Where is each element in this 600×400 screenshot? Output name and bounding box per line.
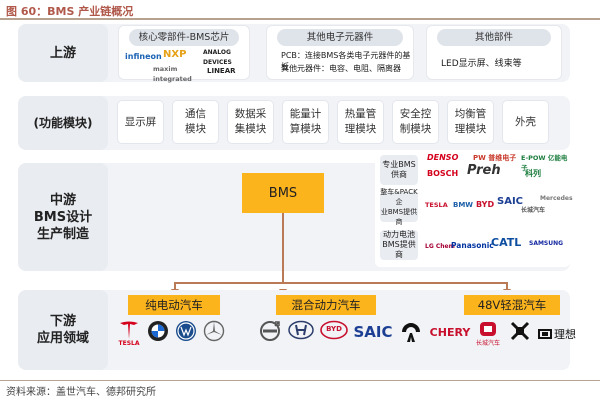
tesla-logo: TESLA xyxy=(425,201,448,209)
app-label-48v: 48V轻混汽车 xyxy=(464,295,560,315)
brand-label: 理想 xyxy=(554,328,576,341)
top-rule xyxy=(0,18,600,20)
brand-hyundai xyxy=(288,320,314,340)
component-item: 其他元器件：电容、电阻、隔离器 xyxy=(281,64,401,73)
byd-logo: BYD xyxy=(476,200,495,209)
panasonic-logo: Panasonic xyxy=(451,241,494,250)
stage-modules: (功能模块) xyxy=(18,96,108,150)
brand-label: TESLA xyxy=(118,340,140,347)
brand-tesla: TESLA xyxy=(116,320,142,347)
module-communication: 通信 模块 xyxy=(172,100,219,144)
vw-icon xyxy=(176,321,196,341)
bms-box: BMS xyxy=(242,173,324,213)
denso-logo: DENSO xyxy=(427,153,459,162)
brand-gwm: 长城汽车 xyxy=(474,320,502,347)
source-note: 资料来源：盖世汽车、德邦研究所 xyxy=(6,387,156,398)
connector-vertical-main xyxy=(282,213,284,283)
component-item: PCB：连接BMS各类电子元器件的基板 xyxy=(281,51,411,71)
module-housing: 外壳 xyxy=(502,100,549,144)
hyundai-icon xyxy=(288,320,314,340)
brand-lynkco xyxy=(508,320,532,342)
bosch-logo: BOSCH xyxy=(427,169,459,178)
module-thermal: 热量管 理模块 xyxy=(337,100,384,144)
lixiang-icon xyxy=(538,329,552,339)
epow-logo: E-POW 亿能电子 xyxy=(521,154,568,172)
kelie-logo: 科列 xyxy=(525,169,541,178)
brand-saic: SAIC xyxy=(352,320,394,341)
lynkco-icon xyxy=(510,321,530,341)
tesla-icon xyxy=(120,321,138,339)
upstream-box-title: 其他部件 xyxy=(437,29,551,46)
brand-label: BYD xyxy=(326,325,342,333)
preh-logo: Preh xyxy=(467,163,501,178)
supplier-group-tag: 专业BMS 供商 xyxy=(380,155,418,185)
upstream-box-components: 其他电子元器件 PCB：连接BMS各类电子元器件的基板 其他元器件：电容、电阻、… xyxy=(266,25,414,80)
stage-downstream: 下游 应用领域 xyxy=(18,290,108,370)
connector-drop-right xyxy=(506,282,508,290)
analog-devices-logo: ANALOG DEVICES xyxy=(203,49,232,66)
saic-logo: SAIC xyxy=(497,196,524,207)
module-display: 显示屏 xyxy=(117,100,164,144)
bms-suppliers-panel: 专业BMS 供商 DENSO PW 普维电子 E-POW 亿能电子 BOSCH … xyxy=(375,150,573,267)
infineon-logo: infineon xyxy=(125,52,162,61)
brand-lixiang: 理想 xyxy=(538,320,582,342)
brand-label: 长城汽车 xyxy=(475,340,500,347)
stage-upstream: 上游 xyxy=(18,24,108,82)
module-data-acquisition: 数据采 集模块 xyxy=(227,100,274,144)
nxp-logo: NXP xyxy=(163,49,187,60)
brand-byd: BYD xyxy=(320,320,348,340)
stage-midstream: 中游 BMS设计 生产制造 xyxy=(18,163,108,271)
connector-horizontal xyxy=(174,282,508,284)
upstream-box-title: 核心零部件-BMS芯片 xyxy=(129,29,239,46)
brand-vw xyxy=(174,320,198,342)
app-label-hybrid: 混合动力汽车 xyxy=(276,295,376,315)
gwm-logo: 长城汽车 xyxy=(521,207,546,214)
mercedes-icon xyxy=(203,320,225,342)
brand-mercedes xyxy=(202,320,226,342)
other-part-item: LED显示屏、线束等 xyxy=(441,59,522,69)
byd-icon xyxy=(320,320,348,340)
bmw-logo: BMW xyxy=(453,201,474,209)
upstream-box-title: 其他电子元器件 xyxy=(277,29,403,46)
supplier-group-tag: 动力电池 BMS提供商 xyxy=(380,230,418,260)
nio-icon xyxy=(402,323,420,342)
module-energy-calc: 能量计 算模块 xyxy=(282,100,329,144)
mercedes-logo: Mercedes xyxy=(540,195,573,202)
module-balancing: 均衡管 理模块 xyxy=(447,100,494,144)
brand-volvo xyxy=(258,320,282,342)
upstream-box-other: 其他部件 LED显示屏、线束等 xyxy=(426,25,562,80)
connector-drop-left xyxy=(174,282,176,290)
linear-logo: LINEAR xyxy=(207,67,236,75)
maxim-logo: maxim integrated xyxy=(153,65,192,83)
lgchem-logo: LG Chem xyxy=(425,243,455,250)
brand-chery: CHERY xyxy=(428,320,472,339)
samsung-logo: SAMSUNG xyxy=(529,240,564,247)
brand-nio xyxy=(398,320,424,344)
bottom-rule xyxy=(0,380,600,381)
supplier-group-tag: 整车&PACK企 业BMS提供商 xyxy=(380,188,418,226)
gwm-icon xyxy=(480,322,496,336)
brand-bmw xyxy=(146,320,170,342)
app-label-ev: 纯电动汽车 xyxy=(128,295,220,315)
catl-logo: CATL xyxy=(491,236,522,249)
upstream-box-chips: 核心零部件-BMS芯片 infineon NXP ANALOG DEVICES … xyxy=(118,25,250,83)
chery-icon: CHERY xyxy=(429,326,471,339)
module-safety: 安全控 制模块 xyxy=(392,100,439,144)
pw-logo: PW 普维电子 xyxy=(473,154,517,162)
volvo-icon xyxy=(260,321,280,341)
saic-icon: SAIC xyxy=(353,323,393,341)
figure-title: 图 60：BMS 产业链概况 xyxy=(6,5,134,18)
bmw-icon xyxy=(148,321,168,341)
